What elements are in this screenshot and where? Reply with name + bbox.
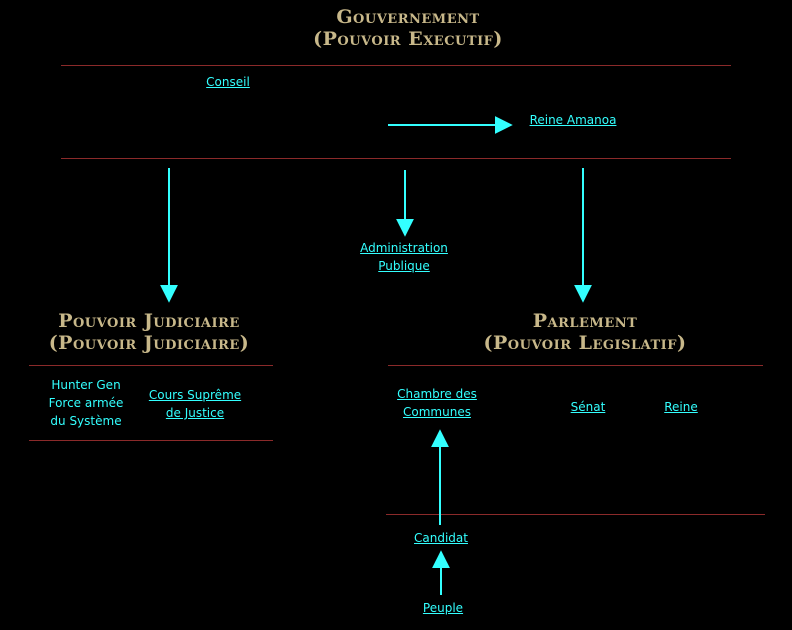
gouvernement-title-line2: (Pouvoir Executif) bbox=[313, 28, 503, 50]
parlement-title-line1: Parlement bbox=[532, 310, 638, 332]
reine-amanoa-link[interactable]: Reine Amanoa bbox=[529, 113, 617, 127]
hunter-line2: Force armée bbox=[48, 396, 124, 410]
gouvernement-top-rule bbox=[61, 65, 731, 66]
hunter-line3: du Système bbox=[50, 414, 122, 428]
conseil-link[interactable]: Conseil bbox=[206, 75, 250, 89]
chambre-line1: Chambre des bbox=[397, 387, 477, 401]
reine-link[interactable]: Reine bbox=[664, 400, 698, 414]
parlement-top-rule bbox=[388, 365, 763, 366]
judiciaire-top-rule bbox=[29, 365, 273, 366]
gouvernement-title-line1: Gouvernement bbox=[336, 6, 480, 28]
hunter-line1: Hunter Gen bbox=[51, 378, 121, 392]
administration-publique-link[interactable]: Administration Publique bbox=[349, 239, 459, 275]
peuple-link[interactable]: Peuple bbox=[422, 601, 464, 615]
chambre-line2: Communes bbox=[403, 405, 471, 419]
gouvernement-bottom-rule bbox=[61, 158, 731, 159]
gouvernement-title: Gouvernement (Pouvoir Executif) bbox=[258, 6, 558, 50]
parlement-bottom-rule bbox=[386, 514, 765, 515]
judiciaire-title-line1: Pouvoir Judiciaire bbox=[58, 310, 240, 332]
administration-line1: Administration bbox=[360, 241, 448, 255]
chambre-communes-link[interactable]: Chambre des Communes bbox=[387, 385, 487, 421]
judiciaire-title-line2: (Pouvoir Judiciaire) bbox=[48, 332, 250, 354]
cours-supreme-link[interactable]: Cours Suprême de Justice bbox=[145, 386, 245, 422]
judiciaire-bottom-rule bbox=[29, 440, 273, 441]
administration-line2: Publique bbox=[378, 259, 430, 273]
parlement-title: Parlement (Pouvoir Legislatif) bbox=[460, 310, 710, 354]
parlement-title-line2: (Pouvoir Legislatif) bbox=[483, 332, 687, 354]
candidat-link[interactable]: Candidat bbox=[414, 531, 468, 545]
senat-link[interactable]: Sénat bbox=[570, 400, 606, 414]
judiciaire-title: Pouvoir Judiciaire (Pouvoir Judiciaire) bbox=[24, 310, 274, 354]
cours-line2: de Justice bbox=[165, 406, 225, 420]
hunter-gen-text: Hunter Gen Force armée du Système bbox=[36, 376, 136, 430]
cours-line1: Cours Suprême bbox=[148, 388, 242, 402]
